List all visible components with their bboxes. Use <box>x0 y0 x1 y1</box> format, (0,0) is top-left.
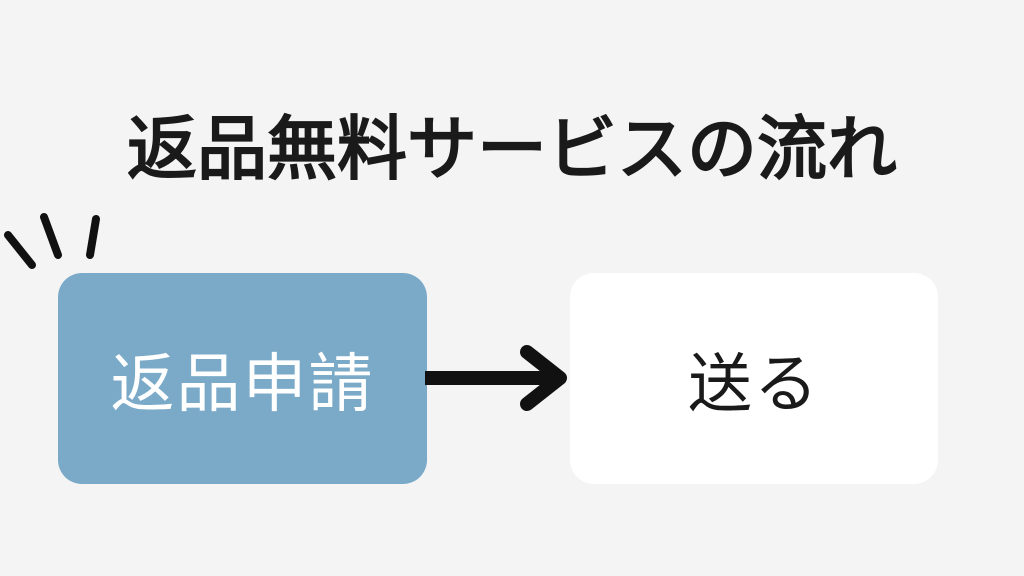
step-send: 送る <box>570 273 938 484</box>
arrow-right-icon <box>425 345 567 411</box>
step-send-label: 送る <box>688 347 820 422</box>
step-return-request-label: 返品申請 <box>110 347 375 422</box>
flow-title: 返品無料サービスの流れ <box>127 107 897 190</box>
step-return-request: 返品申請 <box>58 273 427 484</box>
emphasis-lines-icon <box>4 213 100 269</box>
